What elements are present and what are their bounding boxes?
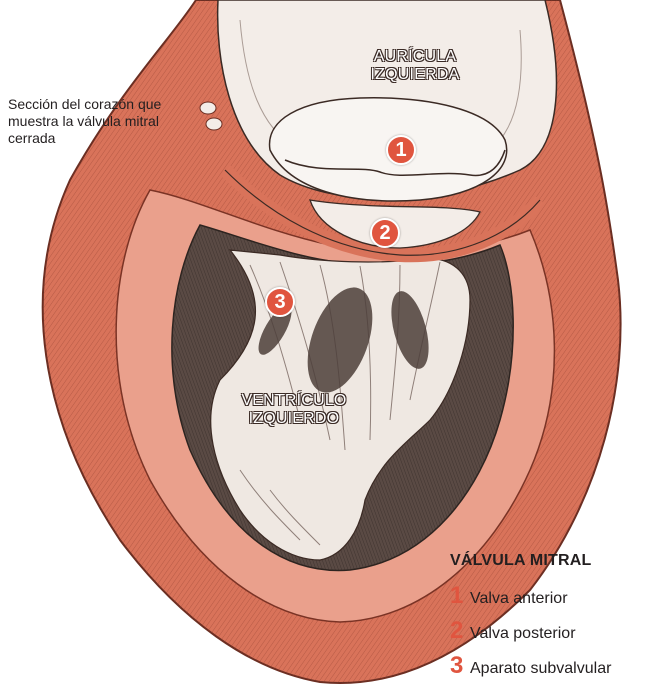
legend-item: 3 Aparato subvalvular — [450, 652, 646, 687]
vessel-opening — [200, 102, 216, 114]
label-left-atrium: AURÍCULA IZQUIERDA — [340, 48, 490, 84]
label-left-ventricle-line1: VENTRÍCULO — [214, 392, 374, 410]
marker-2: 2 — [370, 218, 400, 248]
legend-label: Valva posterior — [470, 625, 576, 643]
label-left-atrium-line1: AURÍCULA — [340, 48, 490, 66]
legend: VÁLVULA MITRAL 1 Valva anterior 2 Valva … — [450, 552, 646, 687]
vessel-opening — [206, 118, 222, 130]
legend-label: Aparato subvalvular — [470, 660, 611, 678]
legend-title: VÁLVULA MITRAL — [450, 552, 646, 570]
legend-number: 2 — [450, 617, 470, 645]
section-caption: Sección del corazón que muestra la válvu… — [8, 96, 178, 147]
label-left-ventricle: VENTRÍCULO IZQUIERDO — [214, 392, 374, 428]
legend-number: 3 — [450, 652, 470, 680]
legend-number: 1 — [450, 582, 470, 610]
label-left-atrium-line2: IZQUIERDA — [340, 66, 490, 84]
marker-1: 1 — [386, 135, 416, 165]
label-left-ventricle-line2: IZQUIERDO — [214, 410, 374, 428]
legend-item: 2 Valva posterior — [450, 617, 646, 652]
legend-label: Valva anterior — [470, 590, 568, 608]
marker-3: 3 — [265, 287, 295, 317]
legend-item: 1 Valva anterior — [450, 582, 646, 617]
